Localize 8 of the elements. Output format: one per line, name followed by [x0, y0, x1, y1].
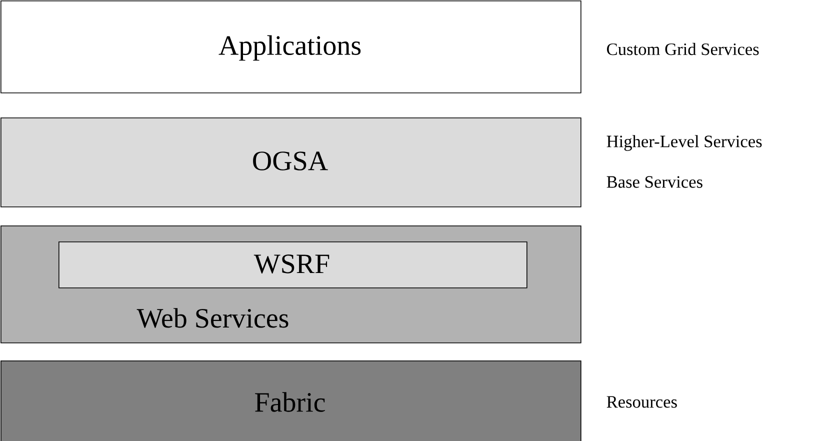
layer-label: Higher-Level Services	[606, 135, 762, 151]
layer-label: Custom Grid Services	[606, 42, 759, 56]
layer-box: Applications	[0, 0, 582, 94]
layer-box: OGSA	[0, 118, 582, 208]
layer-label: Base Services	[606, 176, 702, 188]
layer-label: Resources	[606, 396, 677, 408]
layer-box: WSRF	[58, 242, 528, 288]
layer-box: Fabric	[0, 360, 582, 441]
